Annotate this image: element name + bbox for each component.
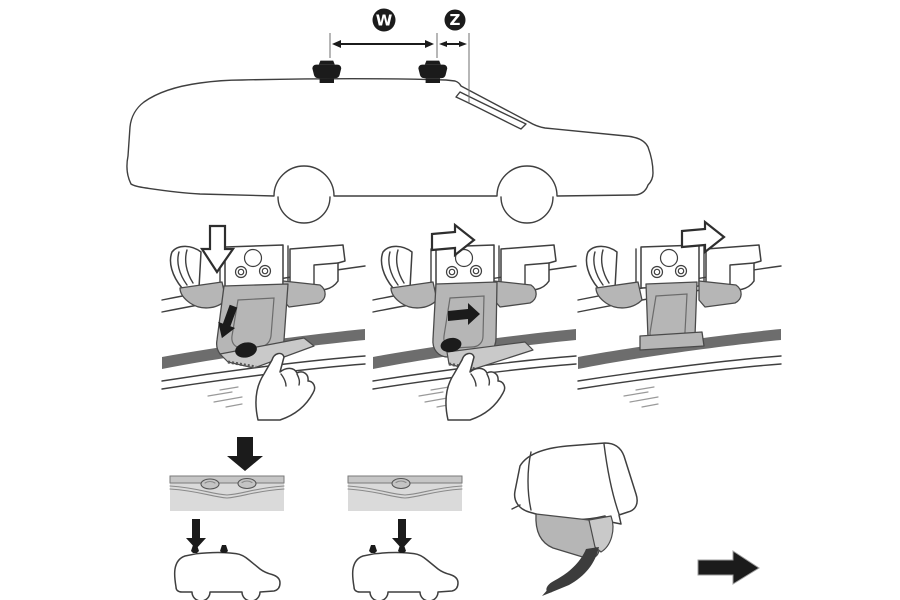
claw-hook-tip xyxy=(542,588,552,596)
w-badge xyxy=(372,8,396,32)
mini-car-front-mount xyxy=(173,551,281,600)
placement-diagram-1 xyxy=(169,437,285,600)
w-badge-label: W xyxy=(376,12,393,30)
claw-hook xyxy=(546,547,599,593)
windshield xyxy=(455,91,527,130)
step-2-panel xyxy=(372,223,577,421)
press-down-arrow xyxy=(227,437,263,471)
placement-diagram-2 xyxy=(347,475,463,600)
mini-car-rear-mount xyxy=(351,551,459,600)
rear-wheel xyxy=(277,196,331,224)
top-figure: W Z xyxy=(126,8,654,224)
step-1-flap-serration xyxy=(227,360,257,369)
rear-mount-mark xyxy=(220,545,228,553)
step-3-bracket-foot xyxy=(639,331,705,351)
dimension-z: Z xyxy=(439,9,470,103)
front-roof-foot xyxy=(312,60,342,83)
claw-bracket-side xyxy=(588,515,614,553)
pad-left xyxy=(200,478,220,490)
step-1-panel xyxy=(161,224,366,421)
step-2-action-arrow xyxy=(448,303,480,325)
car-outline xyxy=(126,77,654,197)
proceed-right-arrow xyxy=(697,550,760,585)
foot-close-up-figure xyxy=(511,442,638,596)
rear-mount-arrow xyxy=(392,519,412,549)
pad-right xyxy=(237,477,257,490)
front-wheel xyxy=(500,196,554,224)
roof-cross-section-two-pads xyxy=(169,475,285,512)
dimension-w: W xyxy=(329,8,438,58)
step-1-action-arrow xyxy=(218,304,238,339)
z-badge xyxy=(444,9,466,31)
front-mount-mark xyxy=(369,545,377,553)
step-1-guide-down-arrow xyxy=(199,224,236,274)
pad-single xyxy=(391,477,411,490)
front-mount-arrow xyxy=(186,519,206,549)
step-2-knob xyxy=(440,337,462,353)
step-1-knob xyxy=(235,342,257,358)
step-3-panel xyxy=(577,220,782,408)
rear-mount-mark xyxy=(398,545,406,553)
z-badge-label: Z xyxy=(450,11,461,29)
